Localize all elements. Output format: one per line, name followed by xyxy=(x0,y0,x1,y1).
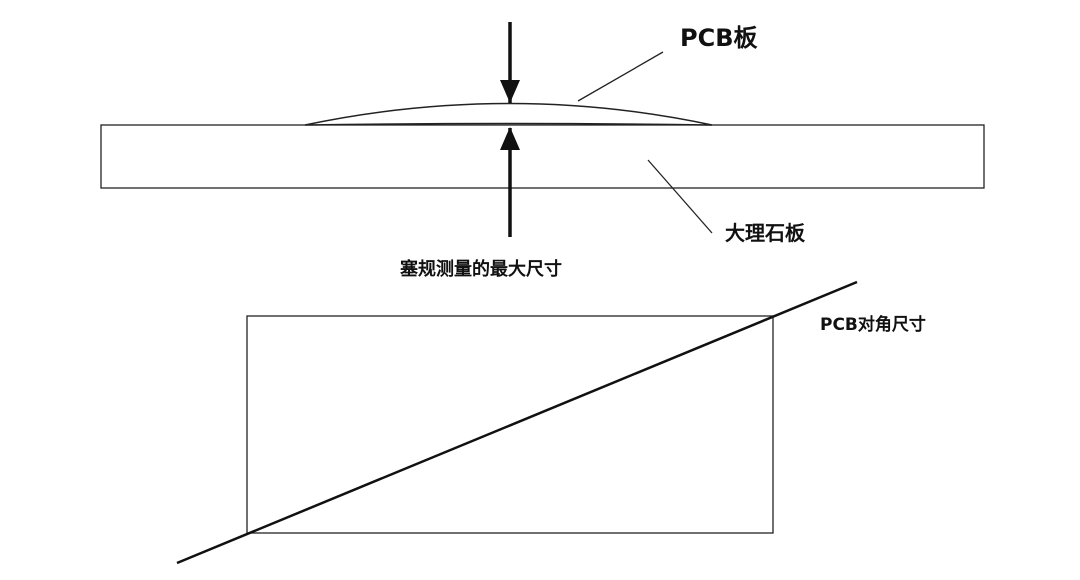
feeler-gauge-label: 塞规测量的最大尺寸 xyxy=(400,258,562,280)
pcb-diagonal-label: PCB对角尺寸 xyxy=(820,314,926,335)
marble-slab-label: 大理石板 xyxy=(725,221,806,245)
up-arrow-head xyxy=(500,127,520,150)
pcb-leader-line xyxy=(577,51,664,102)
marble-leader-line xyxy=(647,159,713,234)
pcb-outline xyxy=(246,315,774,534)
pcb-board-label: PCB板 xyxy=(680,24,758,52)
diagonal-line xyxy=(176,280,858,565)
down-arrow-head xyxy=(500,80,520,103)
warped-pcb xyxy=(304,102,713,126)
marble-slab xyxy=(100,124,985,189)
